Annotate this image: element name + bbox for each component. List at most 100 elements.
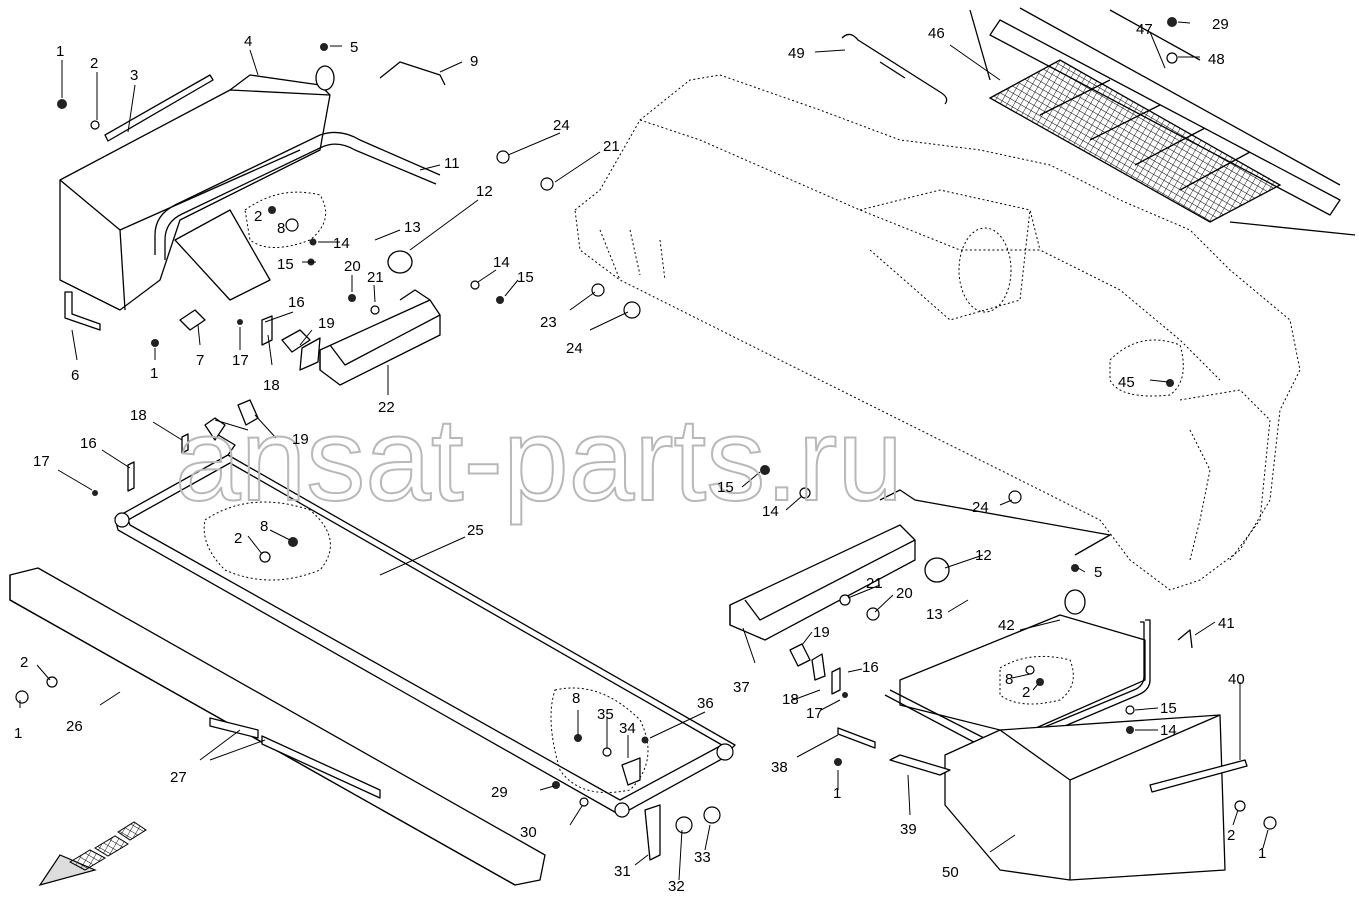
callout-38: 38 [771,759,788,776]
callout-18-c: 18 [782,691,799,708]
callout-2-f: 2 [1227,827,1235,844]
callout-31: 31 [614,863,631,880]
callout-45: 45 [1118,374,1135,391]
callout-24-b: 24 [566,340,583,357]
callout-21-c: 21 [866,575,883,592]
callout-16-b: 16 [80,435,97,452]
callout-33: 33 [694,849,711,866]
callout-1-c: 1 [14,725,22,742]
rubber-mount-12-lower [924,557,950,583]
callout-35: 35 [597,706,614,723]
rubber-mount-5-upper [315,65,335,91]
strip-40 [1149,759,1248,793]
callout-27: 27 [170,769,187,786]
callout-3: 3 [130,67,138,84]
strip-3 [104,74,214,142]
callout-15-c: 15 [717,479,734,496]
bracket-6 [64,291,101,331]
callout-36: 36 [697,695,714,712]
fasteners-upper [57,17,1178,387]
callout-18-b: 18 [130,407,147,424]
callout-16-c: 16 [862,659,879,676]
callout-50: 50 [942,864,959,881]
callout-13-b: 13 [926,606,943,623]
callout-49: 49 [788,45,805,62]
tray-4 [59,74,331,311]
callout-19-b: 19 [292,431,309,448]
callout-2-e: 2 [1022,684,1030,701]
direction-arrow [38,821,147,887]
callout-11: 11 [444,155,460,172]
callout-13-a: 13 [404,219,421,236]
callout-18-a: 18 [263,377,280,394]
callout-19-c: 19 [813,624,830,641]
callout-19-a: 19 [318,315,335,332]
callout-46: 46 [928,25,945,42]
callout-20-b: 20 [896,585,913,602]
clip-7 [179,309,206,331]
callout-21-b: 21 [367,269,384,286]
bracket-31 [644,804,661,861]
callout-40: 40 [1228,671,1245,688]
callout-39: 39 [900,821,917,838]
callout-42: 42 [998,617,1015,634]
detail-outline-rear [550,687,649,793]
callout-8-b: 8 [260,518,268,535]
callout-8-a: 8 [277,220,285,237]
callout-12-a: 12 [476,183,493,200]
callout-47: 47 [1136,21,1153,38]
callout-41: 41 [1218,615,1235,632]
bracket-39 [889,754,951,776]
tube-frame-11 [154,131,441,301]
callout-16-a: 16 [288,294,305,311]
callout-14-c: 14 [762,503,779,520]
leader-lines [19,21,1269,881]
callout-29-a: 29 [1212,16,1229,33]
rubber-mount-5-lower [1064,589,1086,615]
callout-2-a: 2 [90,55,98,72]
bracket-34 [621,757,641,786]
callout-labels: 1 2 3 4 5 9 11 12 13 14 15 2 8 24 21 20 … [14,16,1266,895]
rubber-mount-12-upper [387,250,413,274]
callout-1-d: 1 [833,785,841,802]
callout-15-d: 15 [1160,700,1177,717]
mesh-screen-46 [969,7,1356,236]
callout-1-a: 1 [56,43,64,60]
fasteners-lower-left [15,490,721,834]
spring-49 [841,33,948,105]
bracket-38 [837,727,876,749]
callout-5-a: 5 [350,39,358,56]
callout-2-c: 2 [234,530,242,547]
callout-24-a: 24 [553,117,570,134]
detail-outline-right [999,655,1074,705]
callout-25: 25 [467,522,484,539]
bracket-22 [319,289,441,386]
callout-5-b: 5 [1094,564,1102,581]
callout-34: 34 [619,720,636,737]
bracket-37 [729,489,1111,641]
callout-1-b: 1 [150,365,158,382]
chassis-frame-dotted [574,74,1301,591]
callout-22: 22 [378,399,395,416]
callout-14-d: 14 [1160,722,1177,739]
callout-8-c: 8 [1005,671,1013,688]
strip-26-27 [9,567,546,886]
callout-20-a: 20 [344,258,361,275]
frame-rail-25 [114,429,736,818]
clamps-19-upper [261,315,321,371]
callout-14-a: 14 [333,235,350,252]
tray-50 [944,714,1226,881]
callout-12-b: 12 [975,547,992,564]
callout-9: 9 [470,53,478,70]
clamps-19-right [789,643,841,695]
callout-2-b: 2 [254,208,262,225]
callout-7: 7 [196,352,204,369]
callout-30: 30 [520,824,537,841]
callout-17-c: 17 [806,705,823,722]
callout-17-a: 17 [232,352,249,369]
callout-4: 4 [244,33,252,50]
callout-23: 23 [540,314,557,331]
callout-15-a: 15 [277,256,294,273]
callout-2-d: 2 [20,654,28,671]
